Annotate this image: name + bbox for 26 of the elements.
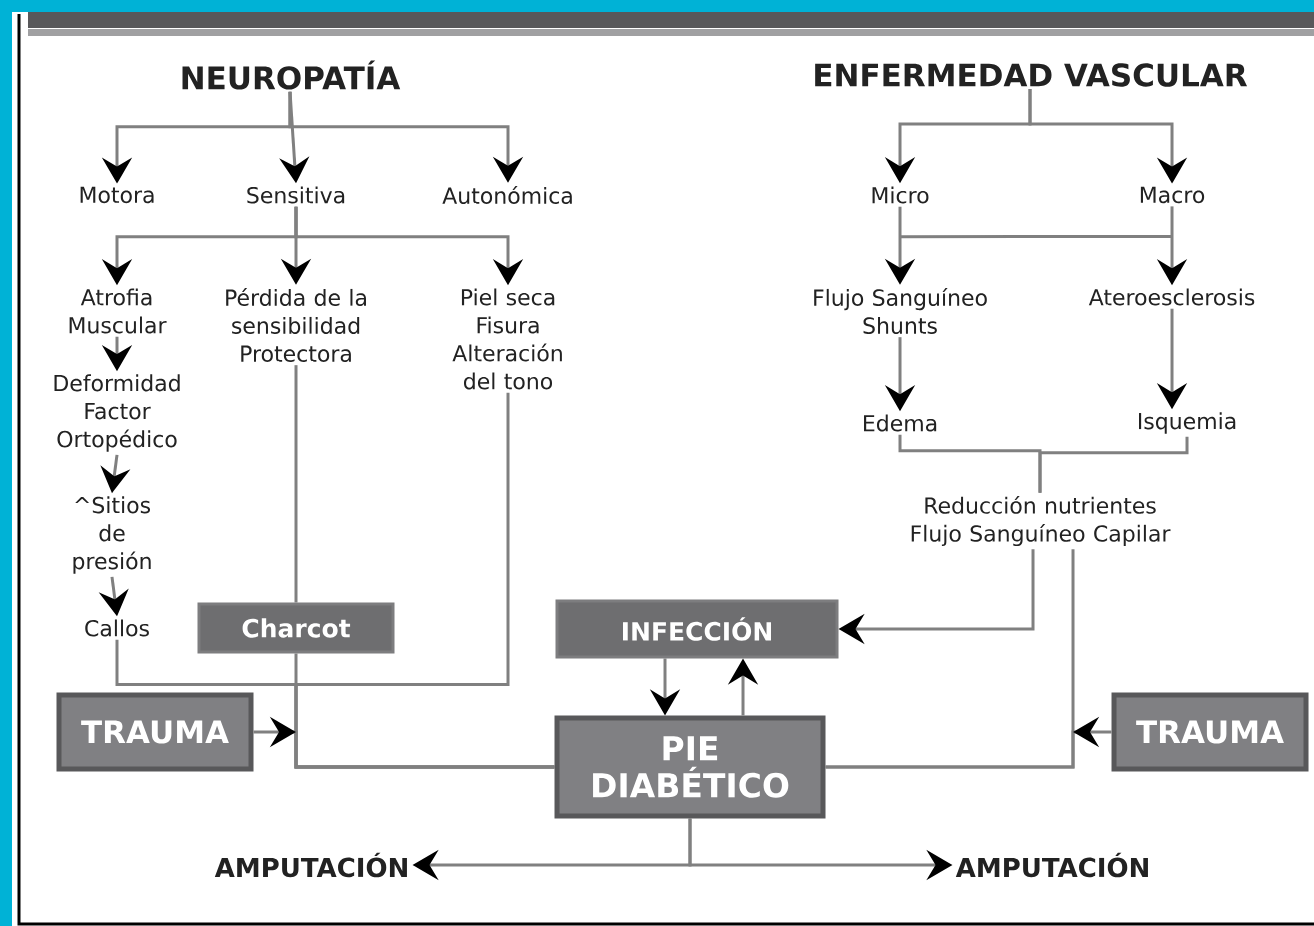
label-text: Ateroesclerosis (1088, 288, 1255, 306)
label-text: Isquemia (1138, 412, 1236, 434)
label-text: Edema (864, 414, 937, 432)
label-text: Piel seca Fisura Alteración del tono (452, 288, 562, 390)
label-text: Micro (872, 186, 929, 204)
label-text: Reducción nutrientes Flujo Sanguíneo Capilar (911, 495, 1171, 547)
label-text: Sensitiva (247, 186, 345, 204)
label-text: Macro (1140, 186, 1205, 204)
heading: ENFERMEDAD VASCULAR (815, 63, 1248, 87)
heading: NEUROPATÍA (182, 60, 401, 90)
outcome-label: AMPUTACIÓN (955, 852, 1148, 878)
process-box: TRAUMA (1111, 692, 1309, 772)
outcome-label: AMPUTACIÓN (214, 852, 407, 878)
process-box: INFECCIÓN (555, 599, 839, 659)
label-text: Atrofia Muscular (69, 288, 167, 334)
label-text: Pérdida de la sensibilidad Protectora (226, 288, 366, 362)
label-text: Flujo Sanguíneo Shunts (814, 288, 987, 334)
arrow (253, 716, 555, 769)
label-text: ^Sitios de presión (73, 496, 151, 574)
label-text: Autonómica (442, 186, 572, 204)
process-box: Charcot (197, 602, 395, 654)
label-text: Motora (80, 186, 154, 204)
label-text: Callos (85, 619, 149, 637)
process-box: TRAUMA (56, 692, 254, 772)
process-box: PIE DIABÉTICO (554, 715, 826, 819)
label-text: Deformidad Factor Ortopédico (54, 374, 180, 452)
